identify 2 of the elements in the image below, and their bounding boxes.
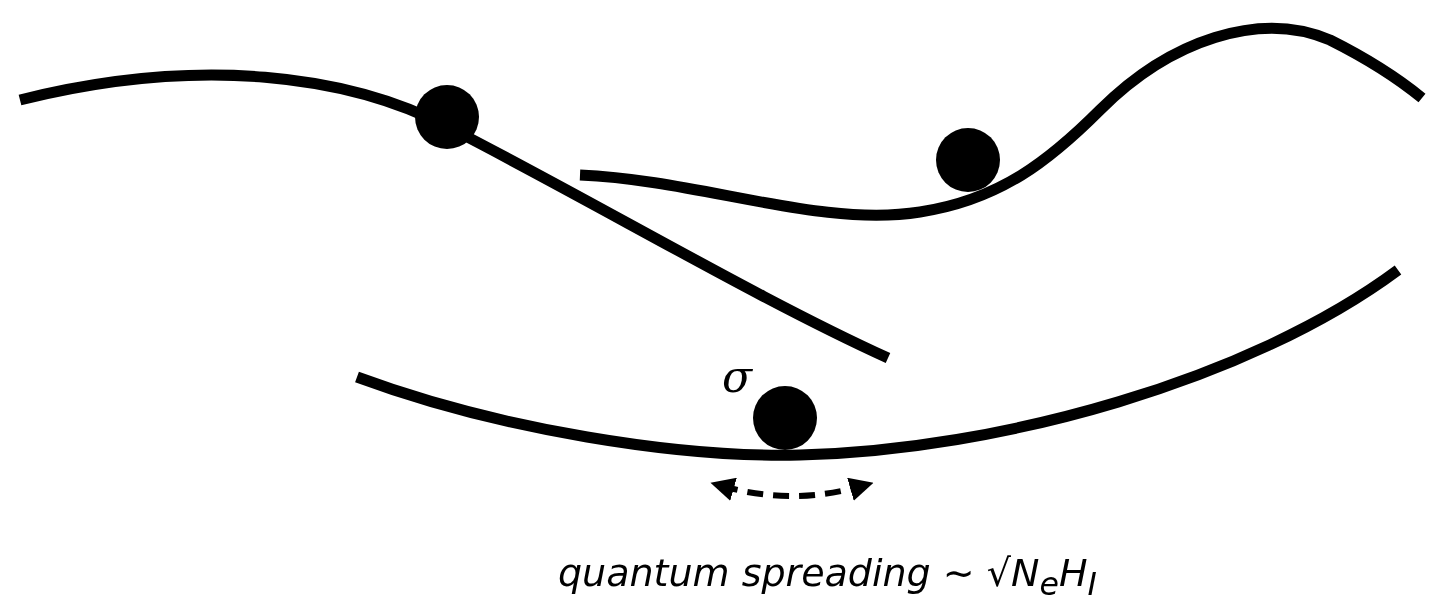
spreading-label: quantum spreading ∼ √N$_{e}$H$_{I}$ <box>558 550 1097 604</box>
sigma-symbol: σ <box>722 352 753 402</box>
